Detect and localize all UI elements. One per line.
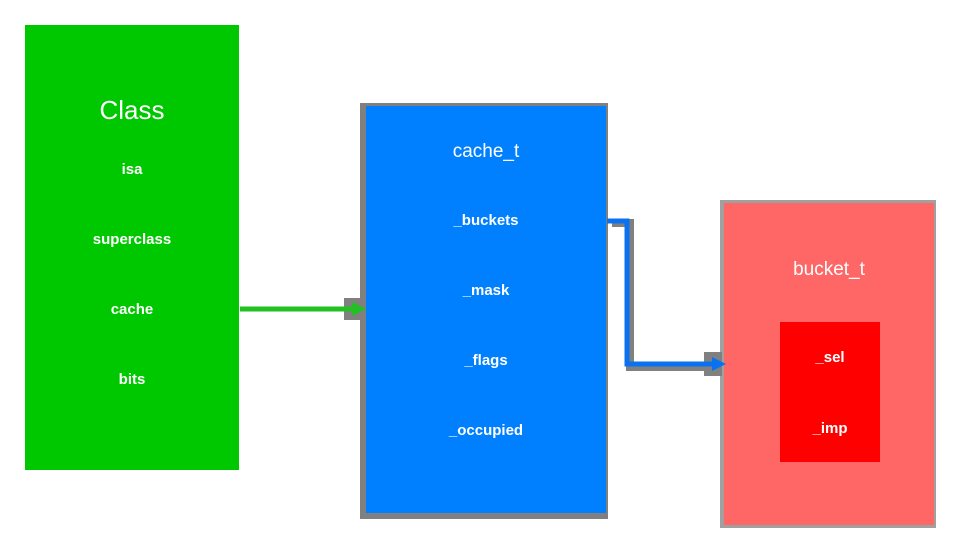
cache-field-flags: _flags xyxy=(464,352,508,369)
cache-field-mask: _mask xyxy=(462,282,510,299)
class-to-cache-arrow-anchor xyxy=(344,298,360,320)
buckets-to-bucket-arrow xyxy=(607,218,726,376)
class-box: Class isa superclass cache bits xyxy=(25,25,239,470)
bucket-field-imp: _imp xyxy=(812,420,848,437)
bucket-inner-box: _sel _imp xyxy=(780,322,880,462)
class-field-cache: cache xyxy=(110,301,154,318)
bucket-box: bucket_t _sel _imp xyxy=(724,203,934,525)
cache-field-occupied: _occupied xyxy=(448,422,524,439)
class-field-superclass: superclass xyxy=(92,231,172,248)
bucket-title: bucket_t xyxy=(793,259,865,280)
buckets-to-bucket-arrow-shadow xyxy=(612,219,722,371)
cache-field-buckets: _buckets xyxy=(453,212,519,229)
class-field-bits: bits xyxy=(118,371,146,388)
cache-box: cache_t _buckets _mask _flags _occupied xyxy=(366,106,606,513)
bucket-field-sel: _sel xyxy=(815,349,845,366)
buckets-to-bucket-arrow-line xyxy=(607,218,716,367)
class-to-cache-arrow xyxy=(240,298,366,320)
class-field-isa: isa xyxy=(121,161,143,178)
class-title: Class xyxy=(99,95,165,125)
cache-title: cache_t xyxy=(452,141,520,162)
